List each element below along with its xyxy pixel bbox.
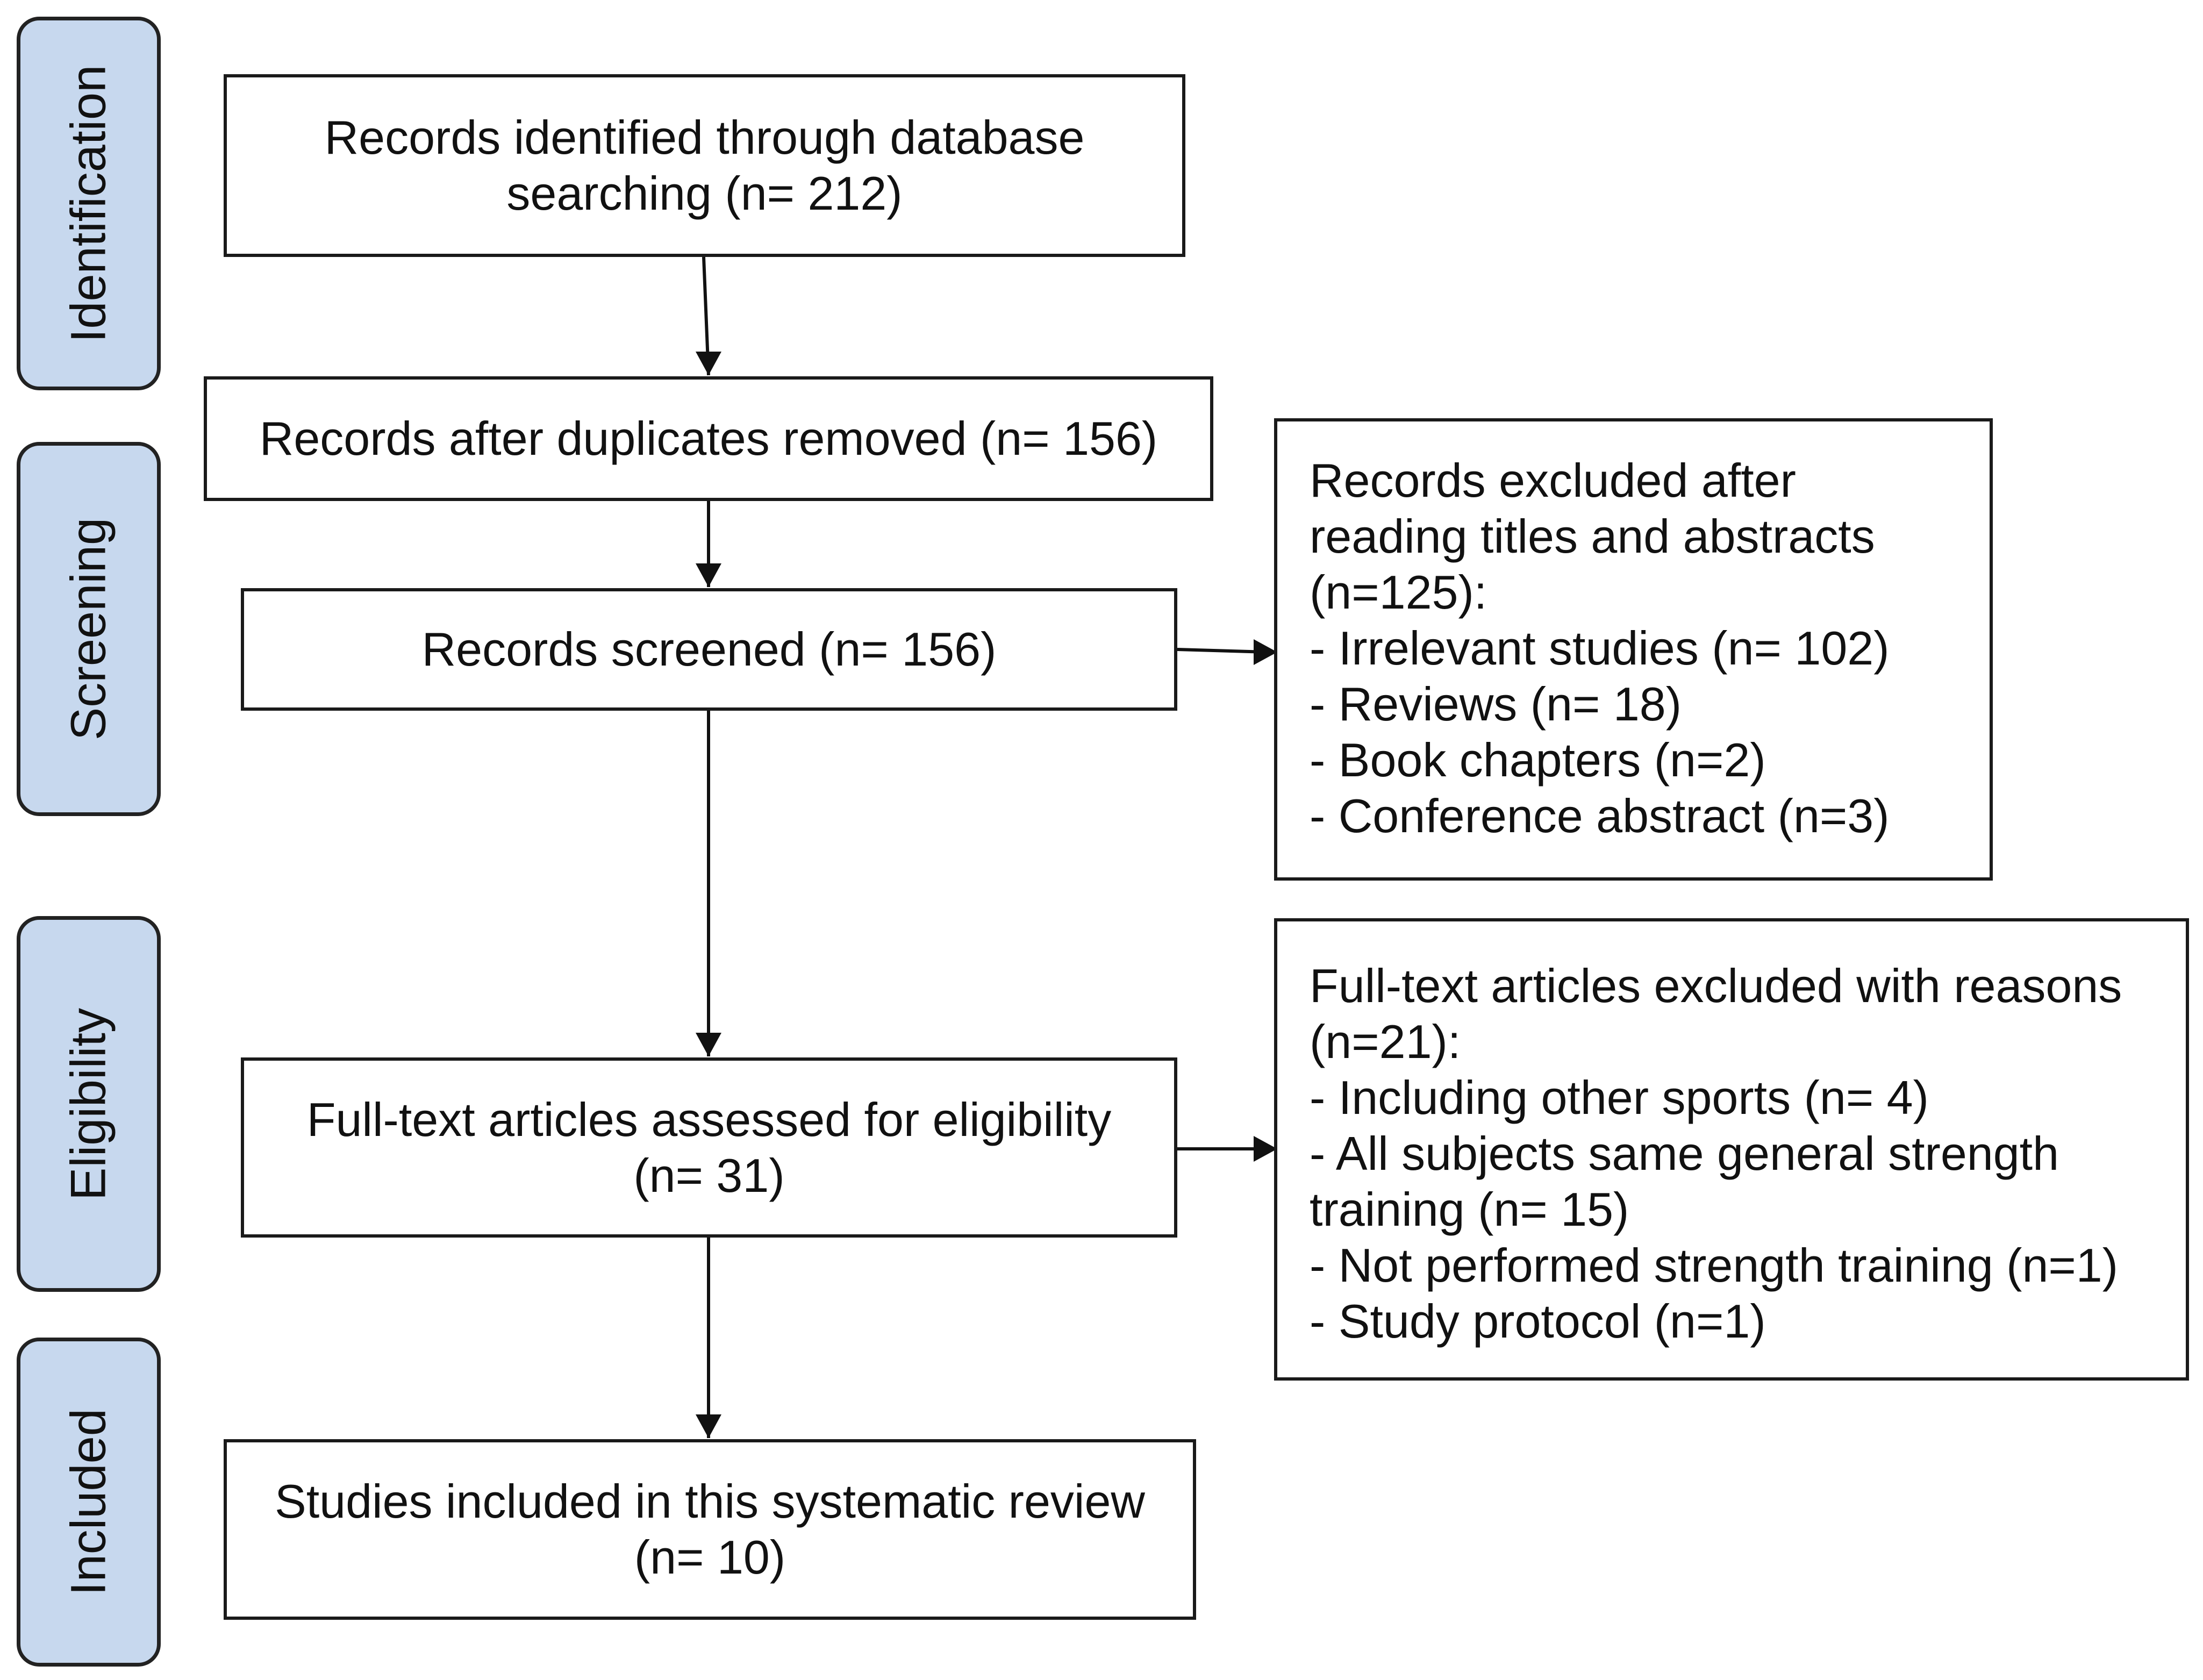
after-duplicates-text: Records after duplicates removed (n= 156… <box>259 412 1158 465</box>
excluded-fulltext-line: - Not performed strength training (n=1) <box>1310 1239 2119 1292</box>
studies-included-line1: Studies included in this systematic revi… <box>275 1475 1145 1528</box>
phase-screening: Screening <box>17 442 161 816</box>
arrowhead-excluded-titles <box>1254 639 1277 665</box>
arrowhead-screened <box>696 563 721 587</box>
box-studies-included: Studies included in this systematic revi… <box>224 1439 1196 1620</box>
excluded-fulltext-line: training (n= 15) <box>1310 1183 1629 1236</box>
records-identified-line1: Records identified through database <box>324 111 1085 164</box>
box-records-screened: Records screened (n= 156) <box>241 588 1177 711</box>
phase-identification: Identification <box>17 17 161 390</box>
studies-included-line2: (n= 10) <box>634 1531 786 1584</box>
arrowhead-included <box>696 1414 721 1438</box>
excluded-titles-line: - Irrelevant studies (n= 102) <box>1310 621 1890 675</box>
records-screened-text: Records screened (n= 156) <box>421 623 997 676</box>
excluded-titles-line: (n=125): <box>1310 566 1487 619</box>
excluded-fulltext-line: Full-text articles excluded with reasons <box>1310 959 2122 1012</box>
excluded-fulltext-line: - Including other sports (n= 4) <box>1310 1071 1929 1124</box>
excluded-fulltext-line: - All subjects same general strength <box>1310 1127 2059 1180</box>
excluded-titles-line: reading titles and abstracts <box>1310 510 1875 563</box>
phase-screening-label: Screening <box>61 517 116 741</box>
box-excluded-titles-abstracts: Records excluded after reading titles an… <box>1274 418 1993 881</box>
excluded-fulltext-line: (n=21): <box>1310 1015 1461 1068</box>
records-identified-line2: searching (n= 212) <box>506 167 903 220</box>
full-text-line2: (n= 31) <box>633 1148 785 1202</box>
arrowhead-excluded-fulltext <box>1254 1136 1277 1162</box>
excluded-titles-line: - Book chapters (n=2) <box>1310 733 1766 787</box>
arrowhead-fulltext <box>696 1033 721 1056</box>
box-after-duplicates: Records after duplicates removed (n= 156… <box>204 376 1213 501</box>
arrowhead-duplicates <box>696 352 721 375</box>
excluded-titles-line: - Conference abstract (n=3) <box>1310 789 1890 842</box>
phase-identification-label: Identification <box>61 65 116 342</box>
excluded-fulltext-line: - Study protocol (n=1) <box>1310 1295 1766 1348</box>
excluded-titles-line: Records excluded after <box>1310 454 1796 507</box>
arrow-screened-to-excluded <box>1177 648 1268 654</box>
box-full-text-assessed: Full-text articles assessed for eligibil… <box>241 1057 1177 1238</box>
phase-included: Included <box>17 1338 161 1667</box>
box-records-identified: Records identified through database sear… <box>224 74 1185 257</box>
box-excluded-full-text: Full-text articles excluded with reasons… <box>1274 918 2189 1381</box>
excluded-titles-line: - Reviews (n= 18) <box>1310 677 1682 731</box>
phase-eligibility-label: Eligibility <box>61 1007 116 1200</box>
phase-included-label: Included <box>61 1409 116 1596</box>
full-text-line1: Full-text articles assessed for eligibil… <box>306 1092 1112 1146</box>
phase-eligibility: Eligibility <box>17 916 161 1292</box>
